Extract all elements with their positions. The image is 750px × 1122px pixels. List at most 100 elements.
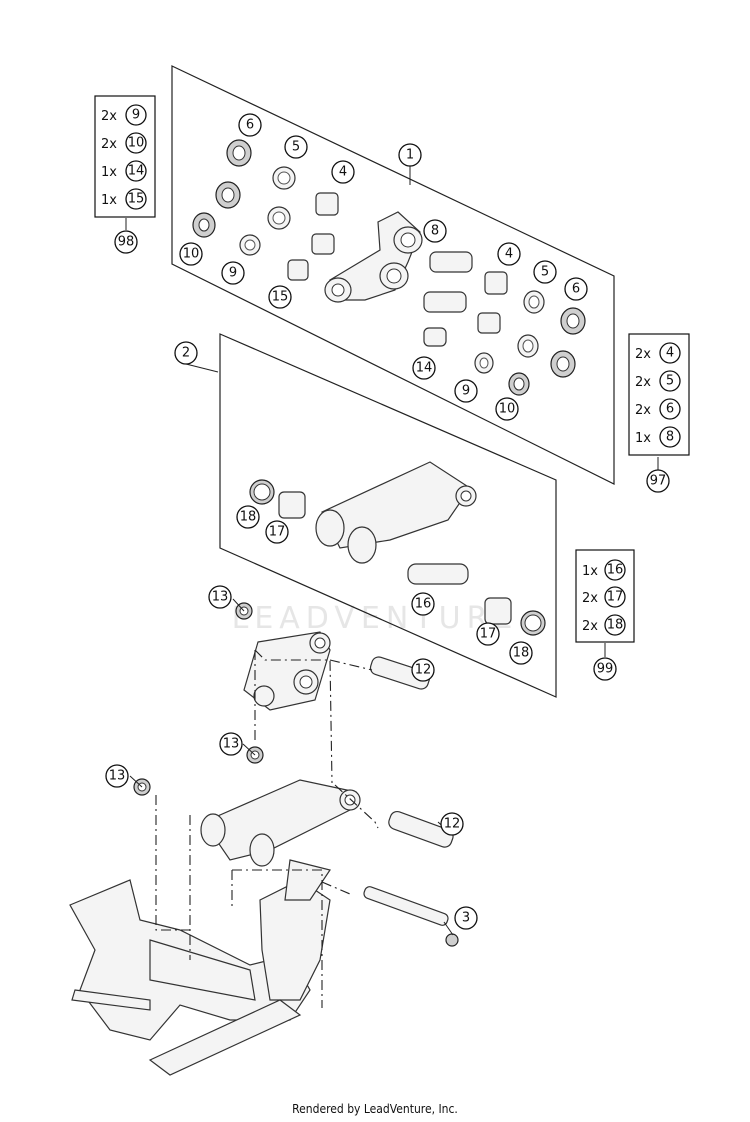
svg-text:4: 4 [666,346,674,361]
svg-text:10: 10 [499,402,516,417]
callout-10[interactable]: 10 [495,397,519,421]
callout-9[interactable]: 9 [221,261,245,285]
svg-text:8: 8 [666,430,674,445]
kit-97-row: 2x 6 [635,398,681,420]
kit-97-row: 2x 5 [635,370,681,392]
svg-text:2x: 2x [582,591,598,606]
svg-text:12: 12 [444,817,461,832]
svg-text:14: 14 [416,361,433,376]
group-1-parts [192,139,586,396]
lower-assembly [69,602,459,1076]
callout-6[interactable]: 6 [564,277,588,301]
kit-97-number-circle [646,469,670,493]
svg-text:10: 10 [128,136,145,151]
callout-3[interactable]: 3 [454,906,478,930]
footer-credit: Rendered by LeadVenture, Inc. [292,1102,458,1116]
callout-1[interactable]: 1 [398,143,422,167]
svg-text:9: 9 [462,384,470,399]
svg-text:14: 14 [128,164,145,179]
callout-2[interactable]: 2 [174,341,198,365]
group-2-frame [219,333,557,698]
callout-12[interactable]: 12 [411,658,435,682]
callout-6[interactable]: 6 [238,113,262,137]
callout-13[interactable]: 13 [105,764,129,788]
kit-99-number: 99 [597,662,614,677]
callout-17[interactable]: 17 [265,520,289,544]
svg-text:18: 18 [513,646,530,661]
callout-8[interactable]: 8 [423,219,447,243]
kit-97-number: 97 [650,474,667,489]
callout-16[interactable]: 16 [411,592,435,616]
svg-text:2x: 2x [101,109,117,124]
svg-text:13: 13 [212,590,229,605]
svg-text:17: 17 [480,627,497,642]
kit-98[interactable]: 2x 9 2x 10 1x 14 1x 15 98 [94,95,156,254]
svg-text:1x: 1x [635,431,651,446]
svg-text:10: 10 [183,247,200,262]
kit-97-row: 1x 8 [635,426,681,448]
svg-text:12: 12 [415,663,432,678]
watermark-text: LEADVENTURE [232,601,519,636]
svg-text:2x: 2x [101,137,117,152]
svg-text:15: 15 [128,192,145,207]
svg-text:3: 3 [462,911,470,926]
svg-text:2: 2 [182,346,190,361]
svg-text:2x: 2x [635,403,651,418]
svg-text:9: 9 [229,266,237,281]
callout-18[interactable]: 18 [509,641,533,665]
kit-99-row: 1x 16 [582,559,626,581]
callout-12[interactable]: 12 [440,812,464,836]
callout-18[interactable]: 18 [236,505,260,529]
callout-15[interactable]: 15 [268,285,292,309]
kit-99-number-circle [593,657,617,681]
callout-14[interactable]: 14 [412,356,436,380]
callout-4[interactable]: 4 [331,160,355,184]
svg-text:1x: 1x [101,193,117,208]
svg-text:5: 5 [541,265,549,280]
svg-text:6: 6 [246,118,254,133]
kit-99-row: 2x 17 [582,586,626,608]
svg-text:15: 15 [272,290,289,305]
svg-text:13: 13 [109,769,126,784]
callout-5[interactable]: 5 [533,260,557,284]
svg-text:5: 5 [666,374,674,389]
svg-text:1x: 1x [101,165,117,180]
kit-98-number: 98 [118,235,135,250]
group-1-frame [171,65,615,485]
svg-text:4: 4 [505,247,513,262]
callout-13[interactable]: 13 [208,585,232,609]
svg-text:9: 9 [132,108,140,123]
svg-text:6: 6 [572,282,580,297]
svg-text:4: 4 [339,165,347,180]
svg-text:18: 18 [607,618,624,633]
svg-text:2x: 2x [635,375,651,390]
group-2-parts [249,461,546,636]
svg-text:16: 16 [415,597,432,612]
callout-4[interactable]: 4 [497,242,521,266]
kit-98-row: 2x 9 [101,104,147,126]
callout-13[interactable]: 13 [219,732,243,756]
kit-98-row: 2x 10 [101,132,147,154]
kit-99-row: 2x 18 [582,614,626,636]
svg-text:1x: 1x [582,564,598,579]
assembly-lines [155,649,379,1008]
kit-97-row: 2x 4 [635,342,681,364]
svg-text:18: 18 [240,510,257,525]
callout-5[interactable]: 5 [284,135,308,159]
kit-98-number-circle [114,230,138,254]
callout-9[interactable]: 9 [454,379,478,403]
svg-text:13: 13 [223,737,240,752]
svg-text:5: 5 [292,140,300,155]
kit-97[interactable]: 2x 4 2x 5 2x 6 1x 8 97 [628,333,690,493]
callout-17[interactable]: 17 [476,622,500,646]
callout-10[interactable]: 10 [179,242,203,266]
kit-99[interactable]: 1x 16 2x 17 2x 18 99 [575,549,635,681]
leader-lines [125,166,659,936]
svg-text:16: 16 [607,563,624,578]
callouts: 1 2 3 4 4 5 5 6 6 8 9 9 10 10 12 12 13 1… [105,113,588,930]
svg-text:2x: 2x [635,347,651,362]
svg-text:6: 6 [666,402,674,417]
svg-text:17: 17 [607,590,624,605]
svg-text:8: 8 [431,224,439,239]
svg-text:2x: 2x [582,619,598,634]
